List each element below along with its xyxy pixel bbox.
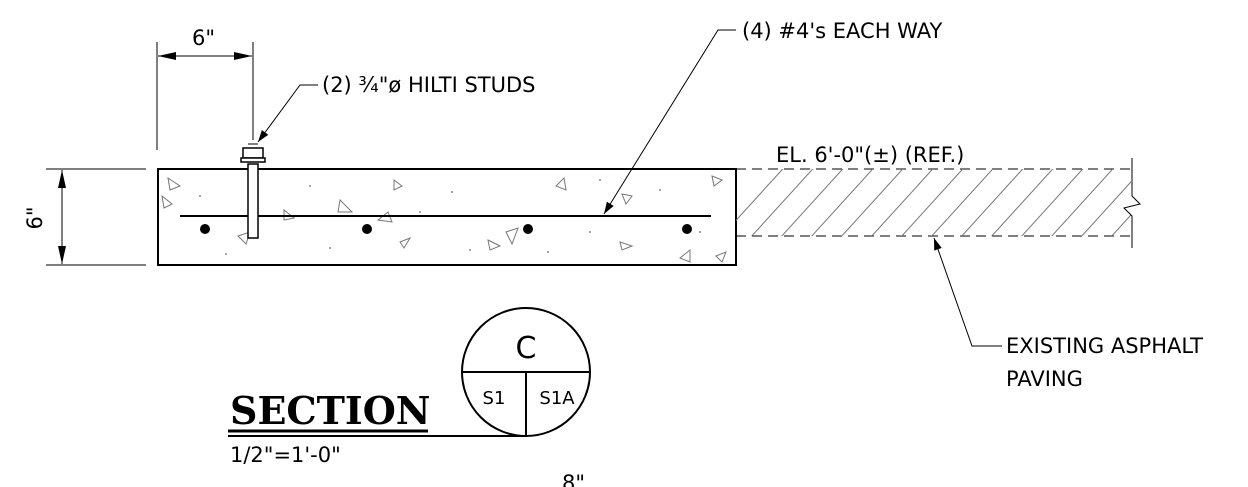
title-block: SECTION 1/2"=1'-0" xyxy=(228,388,526,467)
rebar-section-4 xyxy=(682,224,692,234)
hilti-stud xyxy=(240,143,266,239)
leader-rebar xyxy=(603,29,736,215)
break-line xyxy=(1123,158,1141,248)
paving-hatch xyxy=(736,169,1131,236)
callout-studs: (2) ¾"ø HILTI STUDS xyxy=(257,73,535,143)
label-asphalt-line1: EXISTING ASPHALT xyxy=(1006,334,1203,358)
label-asphalt-line2: PAVING xyxy=(1006,367,1083,391)
dimension-label-stud-offset: 6" xyxy=(192,26,215,50)
dimension-arrow-top xyxy=(58,170,66,188)
drawing-scale: 1/2"=1'-0" xyxy=(230,443,341,467)
dimension-label-slab-thickness: 6" xyxy=(23,206,47,229)
rebar-section-1 xyxy=(200,224,210,234)
label-studs: (2) ¾"ø HILTI STUDS xyxy=(322,73,535,97)
drawing-title: SECTION xyxy=(230,388,431,433)
section-sheet-left: S1 xyxy=(483,388,506,409)
dimension-arrow-bottom xyxy=(58,246,66,264)
callout-rebar: (4) #4's EACH WAY xyxy=(603,19,943,215)
section-marker: C S1 S1A xyxy=(461,307,591,437)
stud-washer xyxy=(240,157,266,163)
dimension-arrow-left xyxy=(158,52,176,60)
section-letter: C xyxy=(516,331,537,366)
dimension-stud-offset: 6" xyxy=(156,26,254,150)
stud-shank xyxy=(247,163,259,239)
callout-asphalt: EXISTING ASPHALT PAVING xyxy=(933,237,1203,391)
label-rebar: (4) #4's EACH WAY xyxy=(742,19,943,43)
concrete-slab xyxy=(157,168,737,266)
leader-studs xyxy=(257,84,318,143)
asphalt-paving xyxy=(736,158,1141,248)
cutoff-dimension-text: 8" xyxy=(562,471,585,487)
dimension-arrow-right xyxy=(234,52,252,60)
rebar-section-2 xyxy=(362,224,372,234)
section-sheet-right: S1A xyxy=(539,388,575,409)
label-elevation: EL. 6'-0"(±) (REF.) xyxy=(776,143,964,167)
rebar-section-3 xyxy=(523,224,533,234)
stud-nut xyxy=(242,147,264,159)
leader-asphalt xyxy=(933,237,1002,347)
concrete-aggregate xyxy=(161,175,727,263)
concrete-sand-dots xyxy=(199,179,701,255)
dimension-slab-thickness: 6" xyxy=(23,168,146,266)
